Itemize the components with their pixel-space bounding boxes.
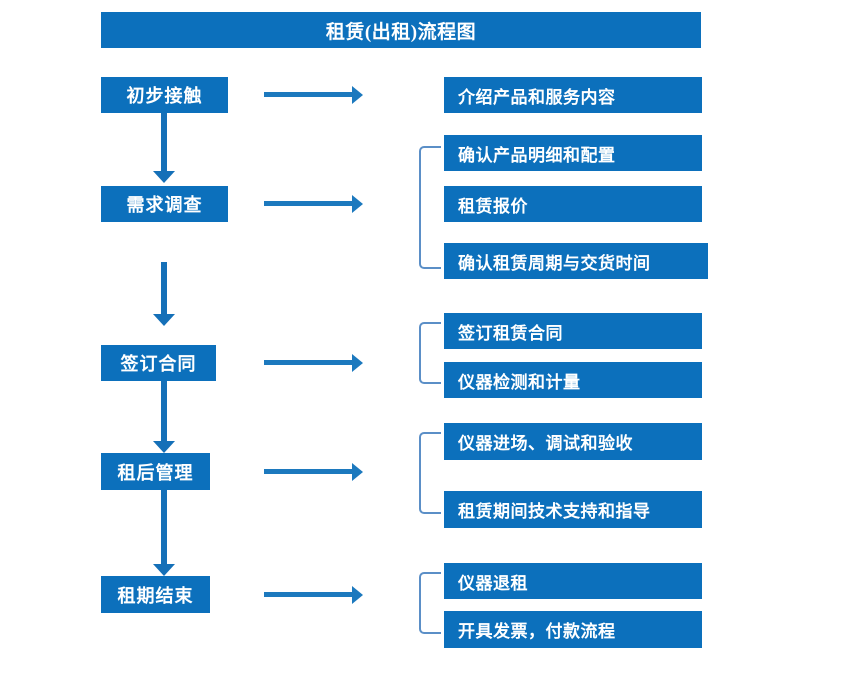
arrow-shaft [161,490,167,564]
arrow-shaft [264,360,352,365]
arrow-right-post-rental-management [264,463,363,481]
arrow-down-initial-to-survey [153,113,175,183]
arrow-right-sign-contract [264,354,363,372]
detail-box-instrument-onsite[interactable]: 仪器进场、调试和验收 [444,423,702,460]
arrow-shaft [161,381,167,441]
arrow-shaft [161,113,167,171]
stage-box-sign-contract[interactable]: 签订合同 [101,345,216,381]
arrow-down-postrental-to-leaseend [153,490,175,576]
arrow-down-survey-to-contract [153,262,175,326]
bracket-connector-requirement-survey [419,146,441,269]
stage-box-requirement-survey[interactable]: 需求调查 [101,186,228,222]
detail-box-confirm-period-delivery[interactable]: 确认租赁周期与交货时间 [444,243,708,279]
arrow-head-icon [352,354,363,372]
detail-box-introduce-products[interactable]: 介绍产品和服务内容 [444,77,702,113]
arrow-head-icon [153,171,175,183]
stage-box-post-rental-management[interactable]: 租后管理 [101,453,210,490]
detail-box-instrument-return[interactable]: 仪器退租 [444,563,702,599]
arrow-right-requirement-survey [264,195,363,213]
arrow-head-icon [352,86,363,104]
page-title: 租赁(出租)流程图 [101,12,701,48]
detail-box-rental-quotation[interactable]: 租赁报价 [444,186,702,222]
arrow-right-lease-end [264,586,363,604]
stage-box-lease-end[interactable]: 租期结束 [101,576,210,613]
arrow-down-contract-to-postrental [153,381,175,453]
bracket-connector-lease-end [419,572,441,634]
arrow-head-icon [352,195,363,213]
arrow-head-icon [352,586,363,604]
arrow-head-icon [153,564,175,576]
detail-box-confirm-product-spec[interactable]: 确认产品明细和配置 [444,135,702,171]
bracket-connector-sign-contract [419,322,441,384]
arrow-shaft [264,92,352,97]
arrow-head-icon [153,441,175,453]
detail-box-technical-support[interactable]: 租赁期间技术支持和指导 [444,491,702,528]
arrow-shaft [161,262,167,314]
arrow-shaft [264,469,352,474]
stage-box-initial-contact[interactable]: 初步接触 [101,77,228,113]
detail-box-invoice-payment[interactable]: 开具发票，付款流程 [444,611,702,648]
arrow-head-icon [153,314,175,326]
detail-box-sign-rental-contract[interactable]: 签订租赁合同 [444,313,702,349]
arrow-right-initial-contact [264,86,363,104]
detail-box-instrument-inspection[interactable]: 仪器检测和计量 [444,362,702,398]
arrow-shaft [264,201,352,206]
bracket-connector-post-rental-management [419,432,441,514]
arrow-shaft [264,592,352,597]
arrow-head-icon [352,463,363,481]
